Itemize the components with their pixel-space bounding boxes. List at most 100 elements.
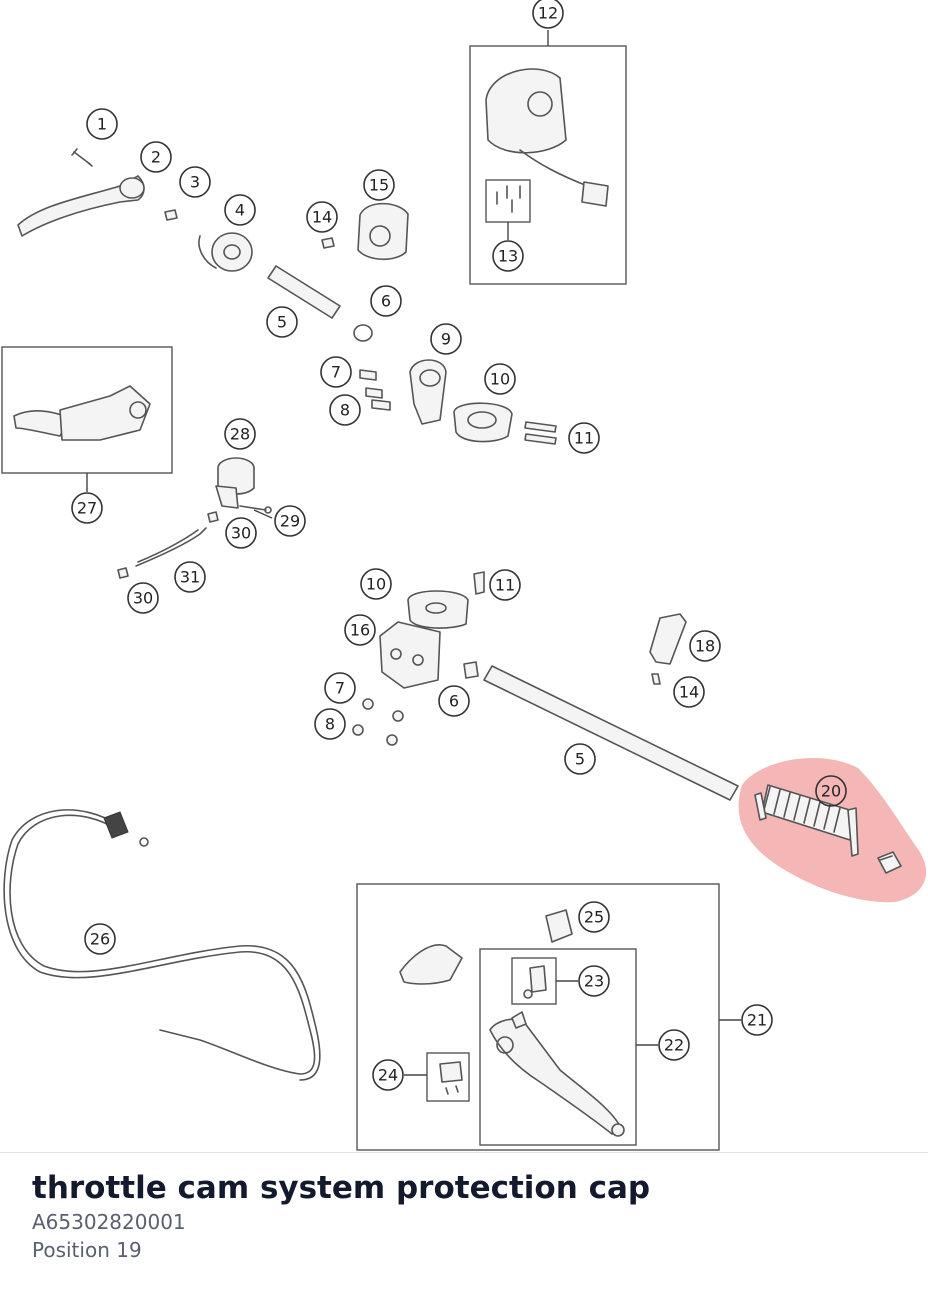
svg-text:13: 13 (498, 247, 518, 266)
nuts-part-7-8-lower[interactable] (352, 698, 404, 746)
screw-part-23[interactable] (523, 965, 547, 999)
svg-text:31: 31 (180, 568, 200, 587)
svg-text:29: 29 (280, 512, 300, 531)
cable-part-26[interactable] (3, 809, 321, 1081)
svg-text:30: 30 (133, 589, 153, 608)
callout-14-upper[interactable]: 14 (306, 201, 338, 233)
clutch-lever-part-2[interactable] (17, 175, 145, 237)
callout-6-upper[interactable]: 6 (370, 285, 402, 317)
svg-text:30: 30 (231, 524, 251, 543)
exploded-parts-diagram: 1 2 3 4 5 6 7 8 9 10 11 12 13 14 15 27 2… (1, 0, 927, 1151)
clip-part-30b[interactable] (117, 567, 129, 579)
callout-3[interactable]: 3 (179, 166, 211, 198)
lever-adapter-part[interactable] (399, 944, 463, 985)
svg-text:26: 26 (90, 930, 110, 949)
bracket-part-25[interactable] (545, 909, 573, 943)
callout-7-upper[interactable]: 7 (320, 356, 352, 388)
bolts-part-11[interactable] (524, 421, 557, 445)
handlebar-part-5[interactable] (483, 665, 739, 801)
svg-text:27: 27 (77, 499, 97, 518)
callout-14-lower[interactable]: 14 (673, 676, 705, 708)
callout-23[interactable]: 23 (578, 965, 610, 997)
callout-5-lower[interactable]: 5 (564, 743, 596, 775)
svg-text:21: 21 (747, 1011, 767, 1030)
oring-part-6[interactable] (353, 324, 373, 342)
handlebar-grip-part[interactable] (754, 784, 859, 857)
brake-lever-part-22[interactable] (489, 1011, 625, 1137)
callout-22[interactable]: 22 (658, 1029, 690, 1061)
callout-30-lower[interactable]: 30 (127, 582, 159, 614)
callout-9[interactable]: 9 (430, 323, 462, 355)
throttle-housing-part-15[interactable] (357, 202, 409, 261)
screws-part-7[interactable] (359, 369, 383, 399)
callout-5-upper[interactable]: 5 (266, 306, 298, 338)
reservoir-part-28[interactable] (215, 457, 255, 509)
svg-text:14: 14 (679, 683, 699, 702)
svg-text:1: 1 (97, 115, 107, 134)
switch-part-12[interactable] (485, 68, 609, 207)
svg-text:8: 8 (325, 715, 335, 734)
callout-26[interactable]: 26 (84, 923, 116, 955)
callout-12[interactable]: 12 (532, 0, 564, 29)
throttle-tube-part-5[interactable] (267, 265, 341, 319)
screw-part-29[interactable] (239, 505, 272, 514)
callout-2[interactable]: 2 (140, 141, 172, 173)
svg-text:5: 5 (277, 313, 287, 332)
screws-box-13 (485, 179, 531, 223)
callout-10-upper[interactable]: 10 (484, 363, 516, 395)
callout-25[interactable]: 25 (578, 901, 610, 933)
pin-part-14[interactable] (321, 237, 335, 249)
callout-30-upper[interactable]: 30 (225, 517, 257, 549)
bolt-part-11-lower[interactable] (473, 571, 485, 595)
callout-16[interactable]: 16 (344, 614, 376, 646)
callout-28[interactable]: 28 (224, 418, 256, 450)
bracket-part-24[interactable] (439, 1061, 463, 1095)
callout-11-lower[interactable]: 11 (489, 569, 521, 601)
screws-part-13[interactable] (496, 185, 521, 213)
clamp-part-9[interactable] (409, 359, 447, 425)
screw-part-1[interactable] (71, 148, 93, 167)
callout-24[interactable]: 24 (372, 1059, 404, 1091)
svg-text:11: 11 (495, 576, 515, 595)
callout-21[interactable]: 21 (741, 1004, 773, 1036)
svg-text:12: 12 (538, 4, 558, 23)
svg-text:5: 5 (575, 750, 585, 769)
bracket-box-24 (426, 1052, 470, 1102)
svg-text:15: 15 (369, 176, 389, 195)
lever-assembly-box (356, 883, 720, 1151)
svg-text:2: 2 (151, 148, 161, 167)
clamp-part-10-lower[interactable] (407, 590, 469, 629)
svg-text:28: 28 (230, 425, 250, 444)
callout-18[interactable]: 18 (689, 630, 721, 662)
callout-11-upper[interactable]: 11 (568, 422, 600, 454)
callout-4[interactable]: 4 (224, 194, 256, 226)
callout-15[interactable]: 15 (363, 169, 395, 201)
clamp-part-10[interactable] (453, 402, 513, 443)
callout-29[interactable]: 29 (274, 505, 306, 537)
callout-13[interactable]: 13 (492, 240, 524, 272)
ring-part-4[interactable] (198, 232, 253, 272)
bracket-part-18[interactable] (649, 613, 687, 665)
nut-part-3[interactable] (164, 209, 178, 221)
protection-cap-part[interactable] (877, 851, 902, 874)
svg-text:11: 11 (574, 429, 594, 448)
clip-part-30a[interactable] (207, 511, 219, 523)
callout-8-upper[interactable]: 8 (329, 394, 361, 426)
clamp-base-part-16[interactable] (379, 621, 441, 689)
pin-part-14-lower[interactable] (651, 673, 661, 685)
svg-text:10: 10 (366, 575, 386, 594)
master-cylinder-part-27[interactable] (13, 385, 151, 441)
hose-part-31[interactable] (135, 527, 207, 567)
oring-part-6-lower[interactable] (463, 661, 479, 679)
callout-20[interactable]: 20 (815, 775, 847, 807)
svg-text:14: 14 (312, 208, 332, 227)
callout-31[interactable]: 31 (174, 561, 206, 593)
callout-8-lower[interactable]: 8 (314, 708, 346, 740)
callout-6-lower[interactable]: 6 (438, 685, 470, 717)
svg-text:9: 9 (441, 330, 451, 349)
callout-10-lower[interactable]: 10 (360, 568, 392, 600)
callout-27[interactable]: 27 (71, 492, 103, 524)
callout-7-lower[interactable]: 7 (324, 672, 356, 704)
screws-part-8[interactable] (371, 399, 391, 411)
callout-1[interactable]: 1 (86, 108, 118, 140)
